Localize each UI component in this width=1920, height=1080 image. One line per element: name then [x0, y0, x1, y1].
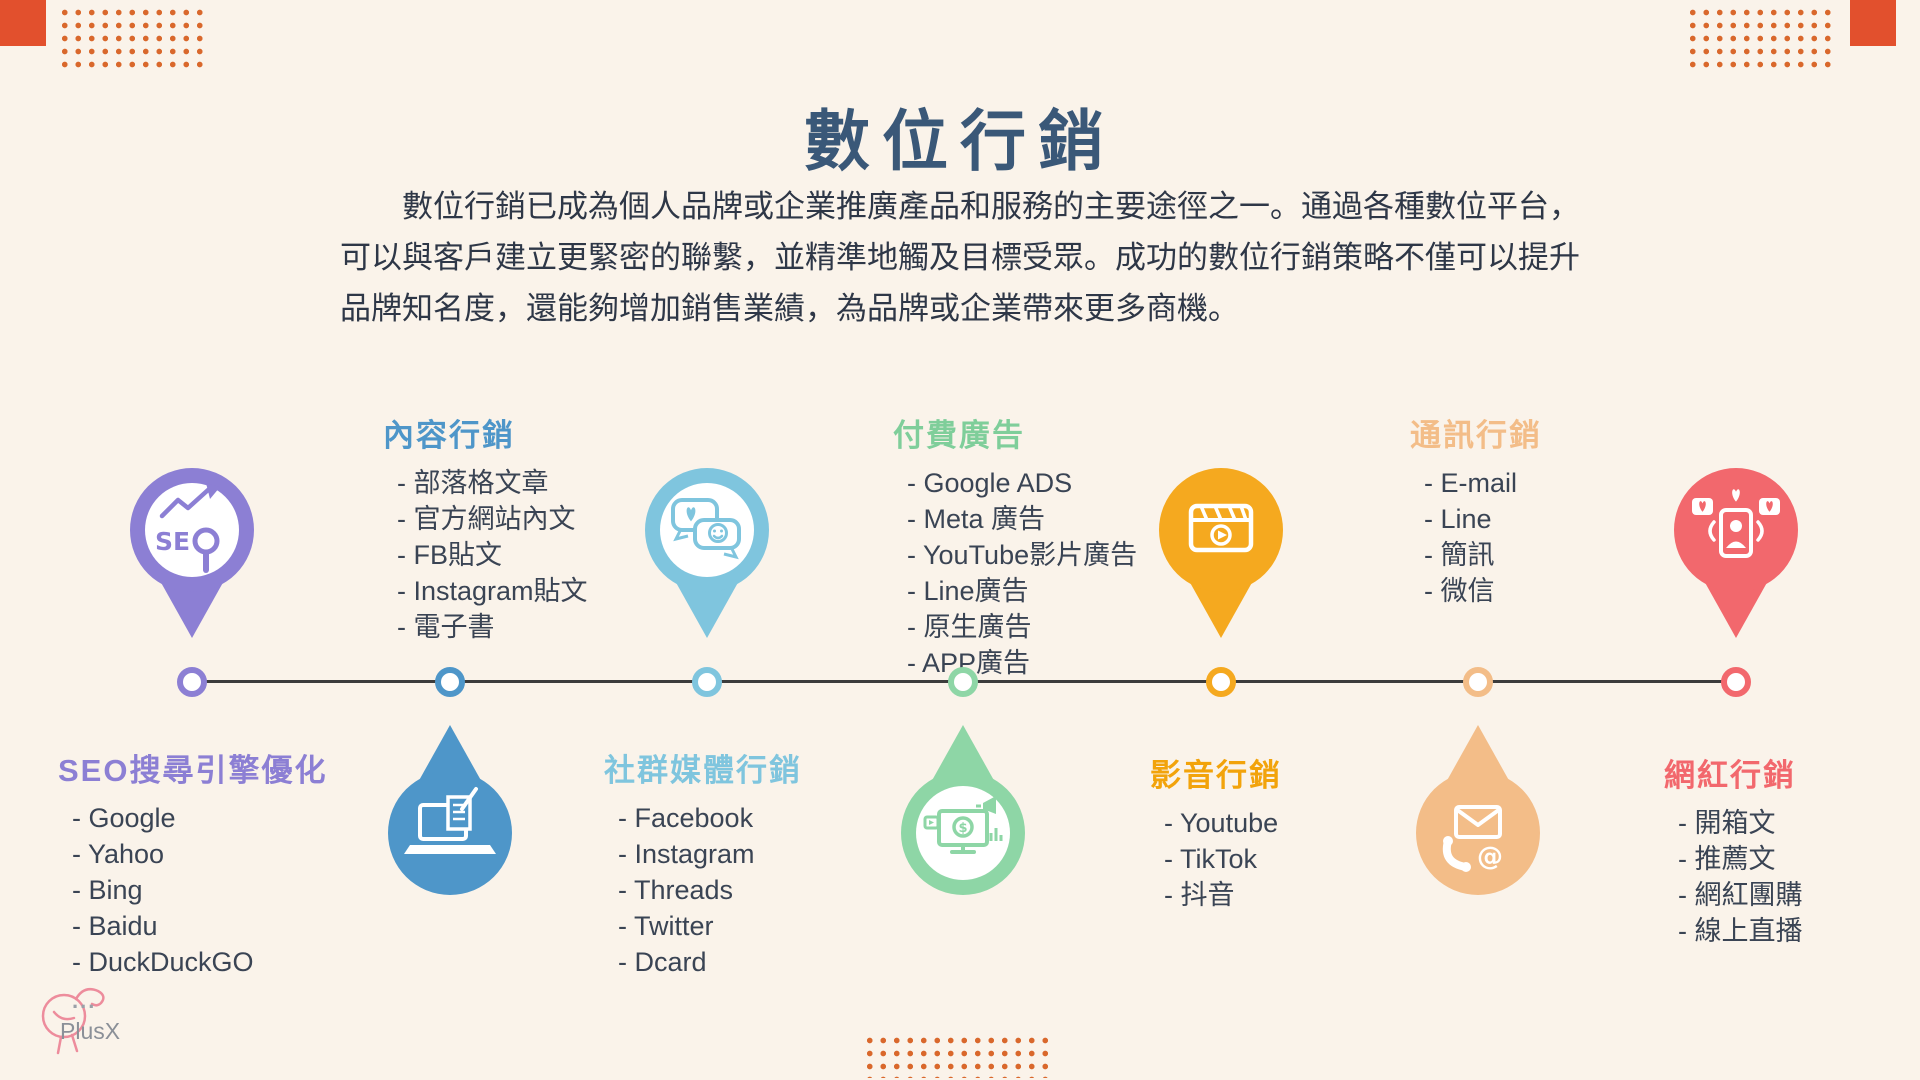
entry: - 開箱文: [1678, 808, 1776, 838]
content-text-block: 內容行銷 - 部落格文章 - 官方網站內文 - FB貼文 - Instagram…: [383, 410, 588, 645]
seo-pin-marker: SE: [112, 460, 272, 640]
timeline-node: [1206, 667, 1236, 697]
entry: - Google: [72, 803, 176, 833]
category-label: SEO搜尋引擎優化: [58, 753, 328, 788]
svg-text:SE: SE: [155, 527, 190, 556]
influencer-text-block: 網紅行銷 - 開箱文 - 推薦文 - 網紅團購 - 線上直播: [1664, 750, 1803, 949]
content-pin-marker: [370, 723, 530, 903]
entry: - TikTok: [1164, 844, 1258, 874]
entry-list: - Facebook - Instagram - Threads - Twitt…: [604, 800, 802, 980]
page-title: 數位行銷: [804, 102, 1116, 180]
entry-list: - 開箱文 - 推薦文 - 網紅團購 - 線上直播: [1664, 805, 1803, 949]
entry: - Threads: [618, 875, 734, 905]
communication-pin-marker: @: [1398, 723, 1558, 903]
entry-list: - Youtube - TikTok - 抖音: [1150, 805, 1282, 913]
mail-phone-icon: @: [1416, 725, 1540, 895]
entry: - 微信: [1424, 576, 1495, 606]
category-label: 付費廣告: [893, 418, 1025, 453]
logo-dots: ...: [72, 988, 97, 1013]
dot-pattern-decoration: [58, 6, 210, 72]
intro-paragraph: 數位行銷已成為個人品牌或企業推廣產品和服務的主要途徑之一。通過各種數位平台，可以…: [340, 189, 1580, 327]
entry: - 原生廣告: [907, 612, 1032, 642]
seo-text-block: SEO搜尋引擎優化 - Google - Yahoo - Bing - Baid…: [58, 745, 327, 980]
entry: - YouTube影片廣告: [907, 540, 1138, 570]
entry: - 網紅團購: [1678, 880, 1803, 910]
logo-brand-text: PlusX: [60, 1018, 121, 1044]
video-clapperboard-icon: [1159, 468, 1283, 638]
timeline-node: [177, 667, 207, 697]
social-text-block: 社群媒體行銷 - Facebook - Instagram - Threads …: [604, 745, 802, 980]
timeline-node: [435, 667, 465, 697]
entry: - Yahoo: [72, 839, 165, 869]
entry: - Baidu: [72, 911, 158, 941]
entry: - 部落格文章: [397, 468, 549, 498]
ads-monitor-icon: $: [901, 725, 1025, 895]
entry: - E-mail: [1424, 468, 1517, 498]
flamingo-logo-icon: [41, 988, 105, 1055]
entry-list: - 部落格文章 - 官方網站內文 - FB貼文 - Instagram貼文 - …: [383, 465, 588, 645]
entry: - 簡訊: [1424, 540, 1495, 570]
entry: - Line廣告: [907, 576, 1029, 606]
entry-list: - E-mail - Line - 簡訊 - 微信: [1410, 465, 1542, 609]
video-pin-marker: [1141, 460, 1301, 640]
dot-pattern-decoration: [863, 1034, 1055, 1078]
entry: - APP廣告: [907, 648, 1031, 678]
entry: - Google ADS: [907, 468, 1073, 498]
category-label: 社群媒體行銷: [604, 753, 802, 788]
entry: - Facebook: [618, 803, 754, 833]
entry: - Instagram: [618, 839, 755, 869]
category-label: 網紅行銷: [1664, 758, 1796, 793]
laptop-writing-icon: [388, 725, 512, 895]
entry: - 官方網站內文: [397, 504, 576, 534]
influencer-pin-marker: [1656, 460, 1816, 640]
timeline-node: [692, 667, 722, 697]
entry: - Youtube: [1164, 808, 1279, 838]
video-text-block: 影音行銷 - Youtube - TikTok - 抖音: [1150, 750, 1282, 913]
timeline-node: [1463, 667, 1493, 697]
entry: - FB貼文: [397, 540, 502, 570]
timeline-node: [1721, 667, 1751, 697]
category-label: 影音行銷: [1150, 758, 1282, 793]
communication-text-block: 通訊行銷 - E-mail - Line - 簡訊 - 微信: [1410, 410, 1542, 609]
entry-list: - Google ADS - Meta 廣告 - YouTube影片廣告 - L…: [893, 465, 1137, 681]
entry-list: - Google - Yahoo - Bing - Baidu - DuckDu…: [58, 800, 327, 980]
svg-text:$: $: [958, 821, 967, 836]
entry: - Dcard: [618, 947, 707, 977]
entry: - Line: [1424, 504, 1492, 534]
corner-square-decoration: [0, 0, 46, 46]
chat-bubbles-icon: [645, 468, 769, 638]
entry: - Instagram貼文: [397, 576, 588, 606]
entry: - DuckDuckGO: [72, 947, 254, 977]
entry: - 推薦文: [1678, 844, 1776, 874]
entry: - 抖音: [1164, 880, 1235, 910]
ads-pin-marker: $: [883, 723, 1043, 903]
dot-pattern-decoration: [1686, 6, 1838, 72]
plusx-logo: ... PlusX: [28, 970, 178, 1065]
entry: - Bing: [72, 875, 143, 905]
corner-square-decoration: [1850, 0, 1896, 46]
category-label: 通訊行銷: [1410, 418, 1542, 453]
svg-text:@: @: [1477, 842, 1503, 872]
category-label: 內容行銷: [383, 418, 515, 453]
timeline-node: [948, 667, 978, 697]
entry: - 電子書: [397, 612, 495, 642]
ads-text-block: 付費廣告 - Google ADS - Meta 廣告 - YouTube影片廣…: [893, 410, 1137, 681]
influencer-phone-icon: [1674, 468, 1798, 638]
seo-magnifier-icon: SE: [130, 468, 254, 638]
entry: - 線上直播: [1678, 916, 1803, 946]
entry: - Twitter: [618, 911, 714, 941]
social-pin-marker: [627, 460, 787, 640]
entry: - Meta 廣告: [907, 504, 1046, 534]
